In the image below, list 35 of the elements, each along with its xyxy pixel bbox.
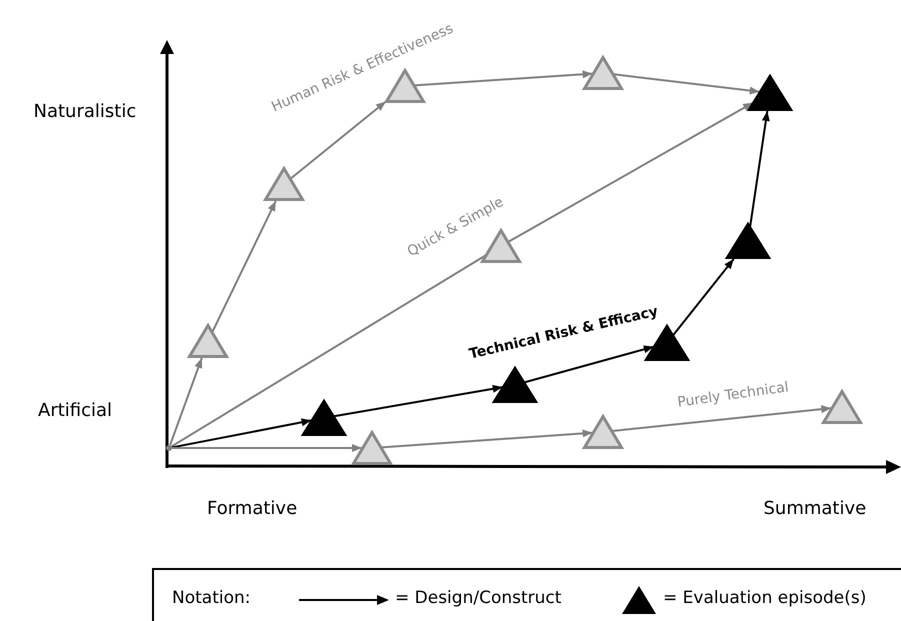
evaluation-triangle <box>188 324 228 358</box>
evaluation-triangle <box>302 400 346 436</box>
arrow <box>290 100 387 180</box>
arrow <box>672 258 734 336</box>
evaluation-triangle <box>726 223 770 259</box>
arrow <box>612 405 832 432</box>
arrow <box>212 200 277 332</box>
axis-label: Summative <box>764 498 866 518</box>
arrow <box>524 345 654 384</box>
arrow <box>414 70 593 86</box>
path-label: Purely Technical <box>676 379 790 411</box>
arrow <box>169 358 203 446</box>
arrow <box>172 444 362 452</box>
legend-text: = Design/Construct <box>395 588 562 608</box>
arrow <box>614 73 760 95</box>
evaluation-triangle <box>748 75 792 111</box>
evaluation-triangle <box>583 415 623 449</box>
evaluation-triangle <box>264 167 304 201</box>
arrow <box>334 384 503 418</box>
evaluation-triangle <box>385 69 425 103</box>
evaluation-triangle <box>493 367 537 403</box>
arrow <box>172 418 312 448</box>
evaluation-triangle <box>583 56 623 90</box>
evaluation-triangle <box>352 431 392 465</box>
axis-label: Artificial <box>38 400 112 420</box>
arrow <box>749 110 770 227</box>
evaluation-triangle <box>481 229 521 263</box>
legend-title: Notation: <box>172 588 250 608</box>
axis-label: Naturalistic <box>34 100 136 122</box>
evaluation-triangle <box>822 390 862 424</box>
arrow <box>382 429 593 448</box>
axis-label: Formative <box>207 498 298 518</box>
arrow <box>508 102 754 243</box>
legend-text: = Evaluation episode(s) <box>663 588 866 608</box>
origin-point <box>166 445 172 451</box>
